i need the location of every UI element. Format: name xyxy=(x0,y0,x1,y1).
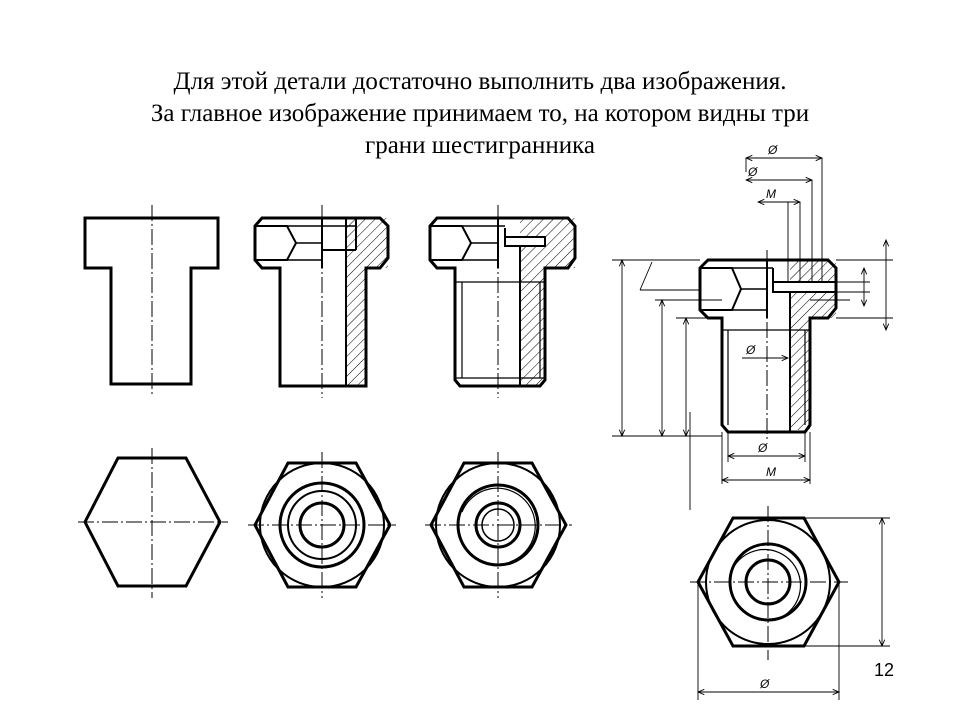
dim-diameter-1: Ø xyxy=(767,143,778,157)
slide-title: Для этой детали достаточно выполнить два… xyxy=(0,66,960,162)
dim-thread-1: M xyxy=(766,187,776,201)
title-line-2: За главное изображение принимаем то, на … xyxy=(150,100,810,127)
top-view-dimensions xyxy=(698,518,890,700)
view-2-half-section xyxy=(253,205,390,398)
dimension-labels: Ø Ø M Ø Ø M Ø xyxy=(745,143,778,691)
dimensioned-top-view xyxy=(690,506,848,660)
view-2-top xyxy=(248,452,396,598)
dim-diameter-5: Ø xyxy=(759,677,770,691)
dim-diameter-2: Ø xyxy=(747,165,758,179)
title-line-1: Для этой детали достаточно выполнить два… xyxy=(173,68,787,95)
title-line-3: грани шестигранника xyxy=(364,132,596,159)
view-3-half-section-threaded xyxy=(428,205,577,398)
dimension-lines xyxy=(612,158,893,510)
view-3-top xyxy=(425,452,572,598)
dim-thread-2: M xyxy=(766,465,776,479)
page-number: 12 xyxy=(874,660,895,680)
dimensioned-front-view xyxy=(698,250,838,440)
dim-diameter-4: Ø xyxy=(757,441,768,455)
view-1-top-hexagon xyxy=(78,448,228,598)
dim-diameter-3: Ø xyxy=(745,343,756,357)
view-1-front-outline xyxy=(83,205,220,395)
